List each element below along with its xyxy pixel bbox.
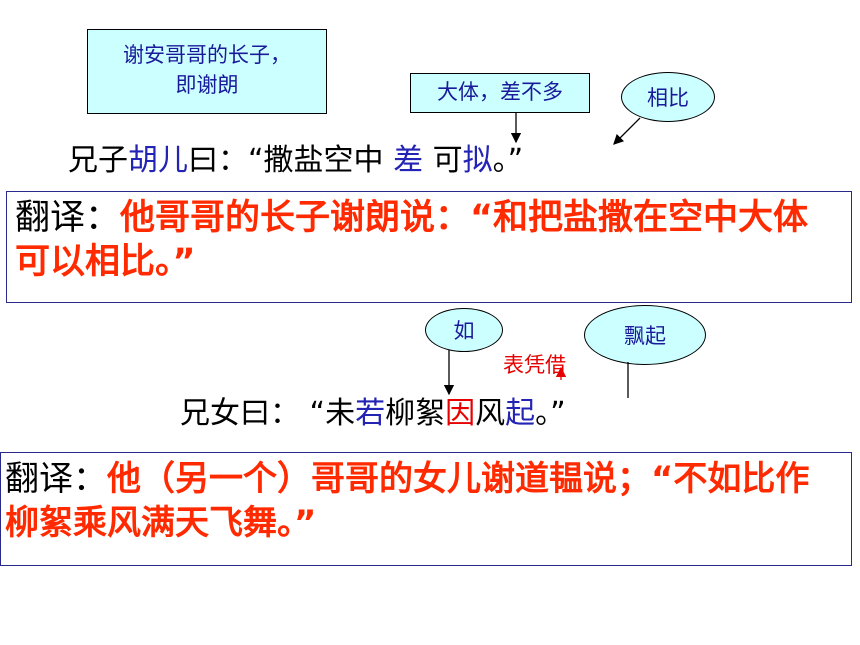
note-yin: 表凭借 [503,349,566,379]
note-ru-ellipse: 如 [425,308,503,352]
line2-part3: 风 [475,396,506,431]
line2-word-qi: 起 [505,396,536,431]
translation-1-text: 他哥哥的长子谢朗说：“和把盐撒在空中大体可以相比。” [15,198,809,282]
line1-word-huer: 胡儿 [128,143,188,178]
note-ni-text: 相比 [647,86,689,110]
note-ni-ellipse: 相比 [621,72,715,122]
note-qi-ellipse: 飘起 [584,305,706,365]
sentence-line-1: 兄子胡儿曰：“撒盐空中 差 可拟。” [68,141,523,181]
note-ru-text: 如 [453,319,475,343]
line1-part4: 。” [492,143,524,178]
line2-word-yin: 因 [445,396,476,431]
note-xie-lang-line1: 谢安哥哥的长子， [123,43,291,67]
translation-1-label: 翻译： [15,198,121,238]
line1-word-ni: 拟 [462,143,493,178]
line1-word-cha: 差 [393,143,424,178]
line2-word-ruo: 若 [355,396,386,431]
note-qi-text: 飘起 [624,324,666,348]
line1-part2: 曰：“撒盐空中 [188,143,394,178]
line2-part2: 柳絮 [385,396,446,431]
sentence-line-2: 兄女曰： “未若柳絮因风起。” [180,394,566,434]
note-cha: 大体，差不多 [410,73,590,113]
note-cha-text: 大体，差不多 [437,80,563,104]
arrow-to-ni [613,117,641,145]
line2-part4: 。” [535,396,566,431]
translation-2-text: 他（另一个）哥哥的女儿谢道韫说；“不如比作柳絮乘风满天飞舞。” [5,459,810,543]
line1-part1: 兄子 [68,143,128,178]
translation-box-1: 翻译：他哥哥的长子谢朗说：“和把盐撒在空中大体可以相比。” [6,191,852,303]
translation-box-2: 翻译：他（另一个）哥哥的女儿谢道韫说；“不如比作柳絮乘风满天飞舞。” [0,452,852,566]
line1-part3: 可 [423,143,463,178]
line2-part1: 兄女曰： “未 [180,396,356,431]
translation-2-label: 翻译： [5,459,107,499]
note-xie-lang: 谢安哥哥的长子， 即谢朗 [87,29,327,114]
note-xie-lang-line2: 即谢朗 [175,73,239,97]
note-yin-text: 表凭借 [503,353,566,377]
